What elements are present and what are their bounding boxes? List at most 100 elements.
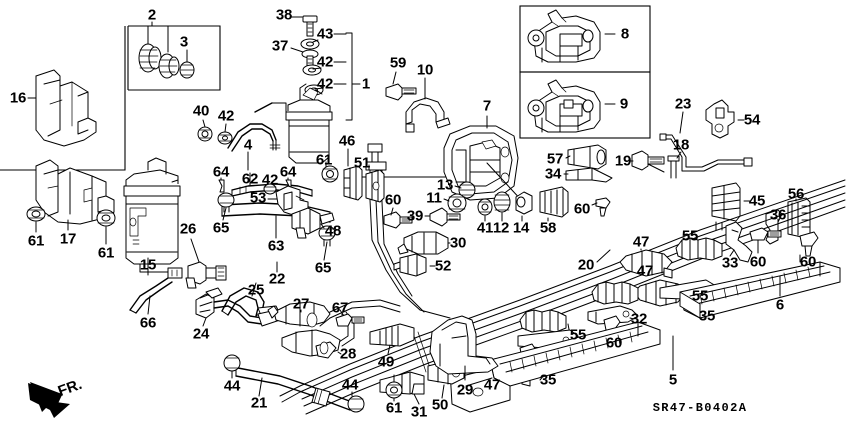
part-60-bolt-right — [595, 197, 611, 217]
callout-55-a[interactable]: 55 — [681, 227, 699, 245]
callout-60-c[interactable]: 60 — [749, 253, 767, 271]
callout-57[interactable]: 57 — [546, 150, 564, 168]
callout-3[interactable]: 3 — [179, 33, 189, 51]
callout-65-b[interactable]: 65 — [314, 259, 332, 277]
callout-11[interactable]: 11 — [426, 189, 442, 207]
callout-47-b[interactable]: 47 — [483, 376, 501, 394]
callout-60-a[interactable]: 60 — [384, 191, 402, 209]
callout-15[interactable]: 15 — [139, 256, 157, 274]
callout-42-d[interactable]: 42 — [261, 171, 279, 189]
callout-42-c[interactable]: 42 — [217, 107, 235, 125]
callout-61-c[interactable]: 61 — [97, 244, 115, 262]
part-42-washer-mid — [263, 183, 277, 195]
callout-24[interactable]: 24 — [192, 325, 210, 343]
callout-14[interactable]: 14 — [512, 219, 530, 237]
callout-48[interactable]: 48 — [324, 222, 342, 240]
callout-9[interactable]: 9 — [619, 95, 629, 113]
callout-65-a[interactable]: 65 — [212, 219, 230, 237]
callout-37[interactable]: 37 — [271, 37, 289, 55]
callout-1[interactable]: 1 — [361, 75, 371, 93]
callout-60-b[interactable]: 60 — [573, 200, 591, 218]
callout-4[interactable]: 4 — [243, 136, 253, 154]
callout-33[interactable]: 33 — [721, 254, 739, 272]
callout-64-a[interactable]: 64 — [212, 163, 230, 181]
callout-42-a[interactable]: 42 — [316, 53, 334, 71]
callout-52[interactable]: 52 — [434, 257, 452, 275]
callout-40[interactable]: 40 — [192, 102, 210, 120]
callout-55-c[interactable]: 55 — [691, 287, 709, 305]
callout-53[interactable]: 53 — [249, 189, 267, 207]
callout-13[interactable]: 13 — [436, 176, 454, 194]
callout-43[interactable]: 43 — [316, 25, 334, 43]
callout-58[interactable]: 58 — [539, 219, 557, 237]
part-60-bolt-left — [383, 211, 413, 229]
callout-28[interactable]: 28 — [339, 345, 357, 363]
part-53-joint — [275, 185, 309, 217]
callout-7[interactable]: 7 — [482, 97, 492, 115]
callout-45[interactable]: 45 — [748, 192, 766, 210]
callout-34[interactable]: 34 — [544, 165, 562, 183]
callout-42-b[interactable]: 42 — [316, 75, 334, 93]
callout-35-a[interactable]: 35 — [539, 371, 557, 389]
callout-61-b[interactable]: 61 — [27, 232, 45, 250]
callout-18[interactable]: 18 — [672, 136, 690, 154]
part-55-clamp-b — [519, 309, 567, 333]
callout-62[interactable]: 62 — [241, 170, 259, 188]
callout-54[interactable]: 54 — [743, 111, 761, 129]
callout-60-e[interactable]: 60 — [605, 334, 623, 352]
callout-29[interactable]: 29 — [456, 381, 474, 399]
part-52-clip — [393, 253, 427, 277]
callout-47-c[interactable]: 47 — [636, 262, 654, 280]
callout-6[interactable]: 6 — [775, 296, 785, 314]
callout-25[interactable]: 25 — [247, 281, 265, 299]
callout-32[interactable]: 32 — [630, 310, 648, 328]
callout-55-b[interactable]: 55 — [569, 326, 587, 344]
callout-22[interactable]: 22 — [268, 270, 286, 288]
callout-59[interactable]: 59 — [389, 54, 407, 72]
callout-16[interactable]: 16 — [9, 89, 27, 107]
callout-38[interactable]: 38 — [275, 6, 293, 24]
callout-27[interactable]: 27 — [292, 295, 310, 313]
part-61-grommet-d — [385, 381, 403, 399]
callout-10[interactable]: 10 — [416, 61, 434, 79]
callout-35-b[interactable]: 35 — [698, 307, 716, 325]
callout-44-a[interactable]: 44 — [223, 377, 241, 395]
callout-61-a[interactable]: 61 — [315, 151, 333, 169]
part-1-fuel-filter — [285, 83, 333, 164]
callout-44-b[interactable]: 44 — [341, 376, 359, 394]
callout-39[interactable]: 39 — [406, 207, 424, 225]
leader-49 — [387, 344, 391, 355]
callout-56[interactable]: 56 — [787, 185, 805, 203]
callout-61-d[interactable]: 61 — [385, 399, 403, 417]
callout-21[interactable]: 21 — [250, 394, 268, 412]
callout-67[interactable]: 67 — [331, 299, 349, 317]
callout-50[interactable]: 50 — [431, 396, 449, 414]
callout-30[interactable]: 30 — [449, 234, 467, 252]
callout-63[interactable]: 63 — [267, 237, 285, 255]
leader-32 — [629, 317, 635, 320]
callout-5[interactable]: 5 — [668, 371, 678, 389]
callout-8[interactable]: 8 — [620, 25, 630, 43]
callout-64-b[interactable]: 64 — [279, 163, 297, 181]
callout-2[interactable]: 2 — [147, 6, 157, 24]
part-66-hose — [129, 277, 173, 314]
leader-26 — [190, 238, 200, 263]
callout-19[interactable]: 19 — [614, 152, 632, 170]
callout-12[interactable]: 12 — [492, 219, 510, 237]
part-59-bolt — [385, 83, 417, 101]
callout-36[interactable]: 36 — [769, 206, 787, 224]
callout-17[interactable]: 17 — [59, 230, 77, 248]
callout-41[interactable]: 41 — [476, 219, 494, 237]
callout-46[interactable]: 46 — [338, 132, 356, 150]
callout-66[interactable]: 66 — [139, 314, 157, 332]
callout-20[interactable]: 20 — [577, 256, 595, 274]
part-12-bushing — [493, 191, 511, 213]
callout-49[interactable]: 49 — [377, 353, 395, 371]
leader-59 — [392, 71, 397, 85]
callout-26[interactable]: 26 — [179, 220, 197, 238]
callout-47-a[interactable]: 47 — [632, 233, 650, 251]
callout-51[interactable]: 51 — [353, 154, 371, 172]
callout-23[interactable]: 23 — [674, 95, 692, 113]
callout-31[interactable]: 31 — [410, 403, 428, 421]
callout-60-d[interactable]: 60 — [799, 253, 817, 271]
